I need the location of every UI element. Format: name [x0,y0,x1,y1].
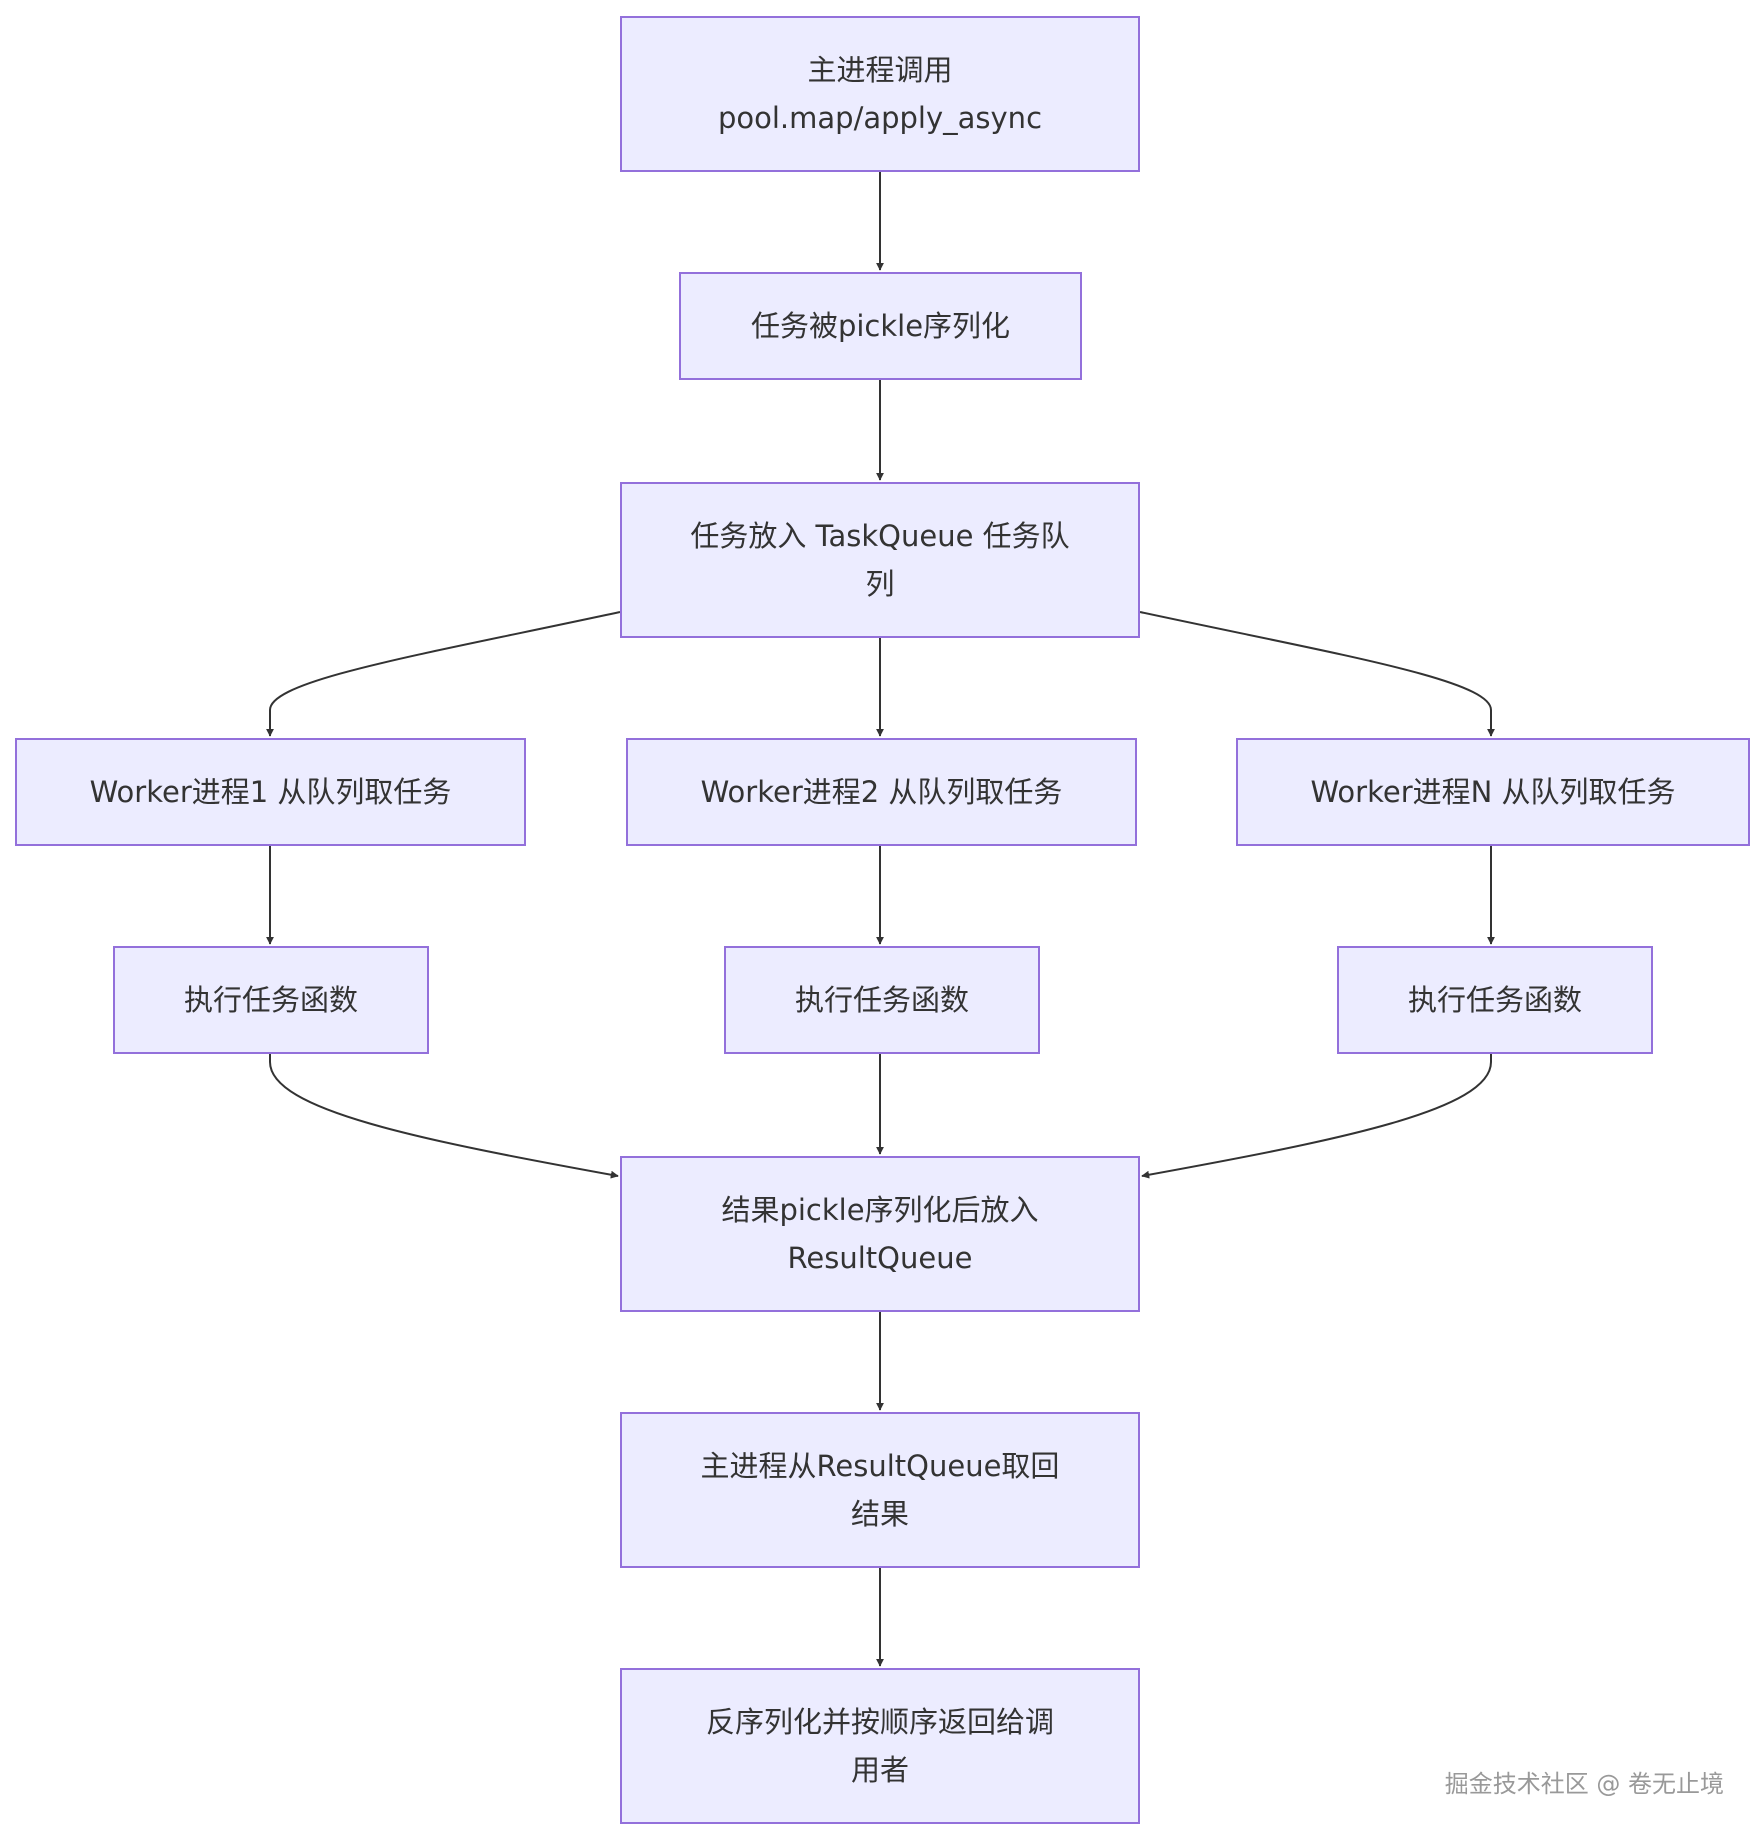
node-worker-1-label: Worker进程1 从队列取任务 [89,775,452,809]
node-exec-1-label: 执行任务函数 [183,983,358,1017]
node-task-queue: 任务放入 TaskQueue 任务队 列 [620,482,1140,638]
node-result-queue: 结果pickle序列化后放入 ResultQueue [620,1156,1140,1312]
node-worker-2: Worker进程2 从队列取任务 [626,738,1137,846]
edge-queue-to-workerN [1139,611,1495,737]
node-pickle-task-label: 任务被pickle序列化 [750,309,1011,343]
node-main-fetch-label: 主进程从ResultQueue取回 结果 [700,1449,1060,1531]
node-main-call-label: 主进程调用 pool.map/apply_async [717,53,1043,135]
node-worker-2-label: Worker进程2 从队列取任务 [700,775,1063,809]
node-deserialize: 反序列化并按顺序返回给调 用者 [620,1668,1140,1824]
edge-queue-to-worker1 [266,611,621,737]
node-worker-1: Worker进程1 从队列取任务 [15,738,526,846]
node-result-queue-label: 结果pickle序列化后放入 ResultQueue [721,1193,1039,1275]
edge-exec3-to-result [1141,1054,1492,1179]
node-deserialize-label: 反序列化并按顺序返回给调 用者 [705,1705,1054,1787]
node-main-fetch: 主进程从ResultQueue取回 结果 [620,1412,1140,1568]
node-worker-n-label: Worker进程N 从队列取任务 [1310,775,1676,809]
node-main-call: 主进程调用 pool.map/apply_async [620,16,1140,172]
edge-exec1-to-result [269,1054,619,1179]
node-exec-2-label: 执行任务函数 [794,983,969,1017]
node-exec-1: 执行任务函数 [113,946,429,1054]
node-exec-2: 执行任务函数 [724,946,1040,1054]
node-exec-3-label: 执行任务函数 [1407,983,1582,1017]
node-exec-3: 执行任务函数 [1337,946,1653,1054]
node-task-queue-label: 任务放入 TaskQueue 任务队 列 [690,519,1070,601]
watermark-text: 掘金技术社区 @ 卷无止境 [1444,1770,1724,1798]
node-pickle-task: 任务被pickle序列化 [679,272,1082,380]
node-worker-n: Worker进程N 从队列取任务 [1236,738,1750,846]
